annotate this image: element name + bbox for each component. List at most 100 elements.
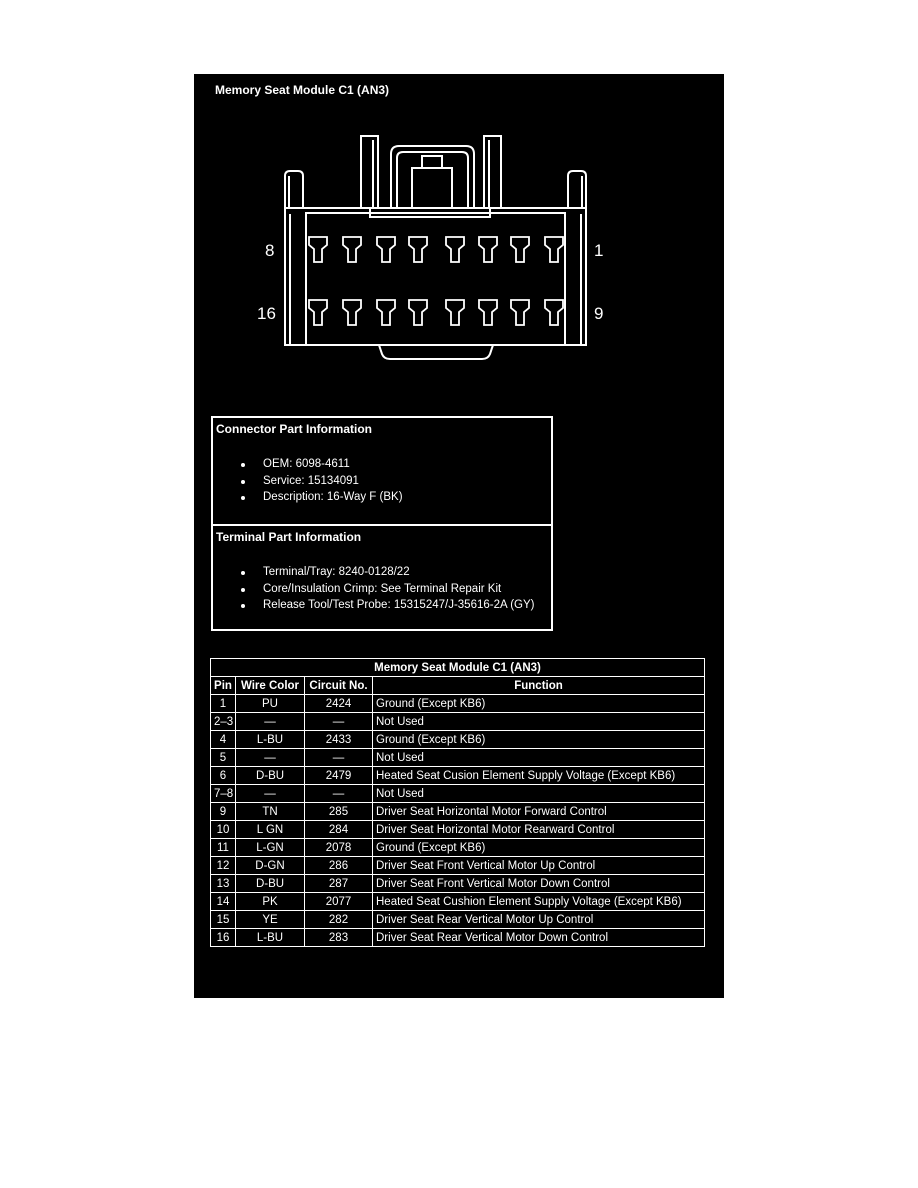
circuit-cell: — — [304, 784, 373, 803]
wire-color-cell: L GN — [235, 820, 305, 839]
wire-color-cell: D-BU — [235, 766, 305, 785]
function-cell: Driver Seat Front Vertical Motor Down Co… — [372, 874, 705, 893]
function-cell: Driver Seat Rear Vertical Motor Up Contr… — [372, 910, 705, 929]
pin-cell: 9 — [210, 802, 236, 821]
pin-cell: 14 — [210, 892, 236, 911]
list-item: OEM: 6098-4611 — [213, 456, 403, 473]
circuit-cell: — — [304, 712, 373, 731]
list-item-text: Release Tool/Test Probe: 15315247/J-3561… — [263, 599, 535, 611]
bullet-icon — [241, 479, 245, 484]
wire-color-cell: L-GN — [235, 838, 305, 857]
table-row: 2–3——Not Used — [210, 712, 705, 731]
connector-part-info: Connector Part Information OEM: 6098-461… — [211, 416, 553, 524]
bullet-icon — [241, 571, 245, 575]
function-cell: Not Used — [372, 712, 705, 731]
pin-cell: 4 — [210, 730, 236, 749]
circuit-cell: 286 — [304, 856, 373, 875]
terminal-info-list: Terminal/Tray: 8240-0128/22 Core/Insulat… — [213, 564, 535, 614]
pin-label-bottom-right: 9 — [594, 304, 603, 323]
connector-info-heading: Connector Part Information — [216, 422, 373, 436]
pin-table: Memory Seat Module C1 (AN3) Pin Wire Col… — [210, 658, 705, 947]
function-cell: Ground (Except KB6) — [372, 838, 705, 857]
pin-cell: 11 — [210, 838, 236, 857]
pin-cell: 2–3 — [210, 712, 236, 731]
function-cell: Ground (Except KB6) — [372, 694, 705, 713]
list-item: Description: 16-Way F (BK) — [213, 489, 403, 506]
pin-cell: 16 — [210, 928, 236, 947]
pin-cell: 13 — [210, 874, 236, 893]
function-cell: Driver Seat Front Vertical Motor Up Cont… — [372, 856, 705, 875]
pin-table-title: Memory Seat Module C1 (AN3) — [210, 658, 705, 677]
circuit-cell: 2077 — [304, 892, 373, 911]
function-cell: Heated Seat Cusion Element Supply Voltag… — [372, 766, 705, 785]
wire-color-cell: PK — [235, 892, 305, 911]
circuit-cell: 2479 — [304, 766, 373, 785]
list-item-text: Service: 15134091 — [263, 474, 359, 487]
function-cell: Not Used — [372, 784, 705, 803]
circuit-cell: — — [304, 748, 373, 767]
wire-color-cell: L-BU — [235, 928, 305, 947]
list-item: Release Tool/Test Probe: 15315247/J-3561… — [213, 597, 535, 614]
wire-color-cell: D-BU — [235, 874, 305, 893]
panel-title: Memory Seat Module C1 (AN3) — [215, 83, 390, 97]
list-item: Core/Insulation Crimp: See Terminal Repa… — [213, 581, 535, 598]
wire-color-cell: — — [235, 712, 305, 731]
function-cell: Driver Seat Horizontal Motor Rearward Co… — [372, 820, 705, 839]
pin-cell: 7–8 — [210, 784, 236, 803]
column-header-pin: Pin — [210, 676, 236, 695]
function-cell: Driver Seat Horizontal Motor Forward Con… — [372, 802, 705, 821]
table-row: 5——Not Used — [210, 748, 705, 767]
bullet-icon — [241, 463, 245, 467]
list-item: Service: 15134091 — [213, 473, 403, 490]
terminal-slots — [308, 236, 564, 326]
wire-color-cell: YE — [235, 910, 305, 929]
terminal-info-heading: Terminal Part Information — [216, 530, 362, 544]
circuit-cell: 2433 — [304, 730, 373, 749]
connector-body — [284, 135, 587, 360]
list-item-text: Terminal/Tray: 8240-0128/22 — [263, 566, 410, 578]
bullet-icon — [241, 496, 245, 500]
bullet-icon — [241, 587, 245, 592]
wire-color-cell: TN — [235, 802, 305, 821]
function-cell: Heated Seat Cushion Element Supply Volta… — [372, 892, 705, 911]
function-cell: Driver Seat Rear Vertical Motor Down Con… — [372, 928, 705, 947]
pin-cell: 10 — [210, 820, 236, 839]
wire-color-cell: D-GN — [235, 856, 305, 875]
function-cell: Ground (Except KB6) — [372, 730, 705, 749]
list-item-text: Description: 16-Way F (BK) — [263, 491, 403, 503]
column-header-function: Function — [372, 676, 705, 695]
list-item-text: OEM: 6098-4611 — [263, 458, 350, 470]
wire-color-cell: — — [235, 784, 305, 803]
pin-label-top-right: 1 — [594, 241, 603, 260]
pin-cell: 12 — [210, 856, 236, 875]
function-cell: Not Used — [372, 748, 705, 767]
pin-label-bottom-left: 16 — [257, 304, 276, 323]
column-header-circuit-no: Circuit No. — [304, 676, 373, 695]
list-item: Terminal/Tray: 8240-0128/22 — [213, 564, 535, 581]
wire-color-cell: — — [235, 748, 305, 767]
circuit-cell: 2078 — [304, 838, 373, 857]
column-header-wire-color: Wire Color — [235, 676, 305, 695]
pin-label-top-left: 8 — [265, 241, 274, 260]
bullet-icon — [241, 604, 245, 608]
table-row: 7–8——Not Used — [210, 784, 705, 803]
circuit-cell: 284 — [304, 820, 373, 839]
circuit-cell: 2424 — [304, 694, 373, 713]
pin-cell: 15 — [210, 910, 236, 929]
wire-color-cell: L-BU — [235, 730, 305, 749]
circuit-cell: 287 — [304, 874, 373, 893]
connector-diagram: 8 1 16 9 — [257, 135, 603, 360]
pin-cell: 1 — [210, 694, 236, 713]
circuit-cell: 282 — [304, 910, 373, 929]
circuit-cell: 283 — [304, 928, 373, 947]
